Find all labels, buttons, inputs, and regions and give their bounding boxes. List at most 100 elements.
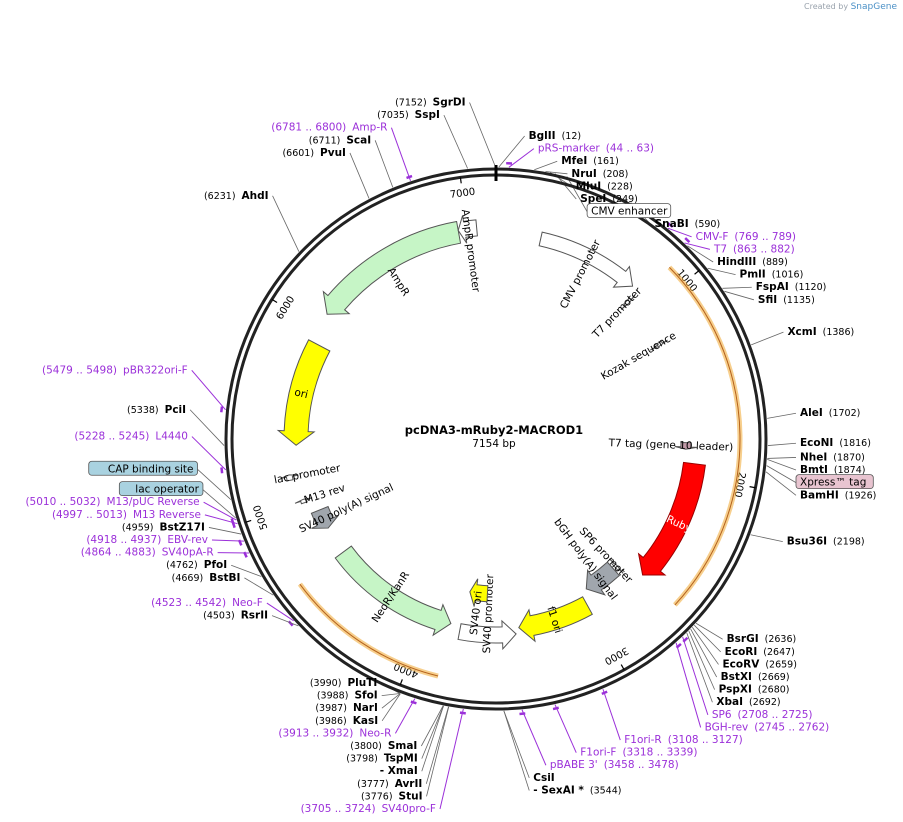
site-pfoi-text[interactable]: (4762)PfoI (166, 559, 227, 571)
primer-cmv-f-text[interactable]: CMV-F(769 .. 789) (696, 231, 796, 243)
feature-ampr-promoter[interactable] (457, 215, 478, 244)
feature-ori[interactable] (276, 339, 331, 446)
site-pluti-text[interactable]: (3990)PluTI (310, 677, 377, 689)
site-mlui-text[interactable]: MluI(228) (576, 180, 633, 192)
plasmid-name[interactable]: pcDNA3-mRuby2-MACROD1 (405, 423, 583, 437)
site-mfei-leader (534, 160, 558, 171)
feature-lac-promoter[interactable] (280, 474, 299, 482)
site-sexai-text[interactable]: - SexAI *(3544) (533, 784, 621, 796)
site-sgrdi-text[interactable]: (7152)SgrDI (395, 97, 465, 109)
feature-sv40-ori[interactable] (469, 578, 489, 607)
site-kasi-text[interactable]: (3986)KasI (315, 715, 378, 727)
site-nari-text[interactable]: (3987)NarI (315, 702, 378, 714)
primer-cmv-f-mark (667, 222, 674, 228)
site-bstxi-text[interactable]: BstXI(2669) (721, 671, 790, 683)
site-hindiii-text[interactable]: HindIII(889) (717, 256, 788, 268)
site-xcmi-leader (751, 331, 784, 346)
primer-sp6-text[interactable]: SP6(2708 .. 2725) (712, 709, 813, 721)
primer-pbabe-3-text[interactable]: pBABE 3'(3458 .. 3478) (550, 759, 679, 771)
primer-f1ori-r-text[interactable]: F1ori-R(3108 .. 3127) (624, 734, 742, 746)
site-tspmi-text[interactable]: (3798)TspMI (346, 753, 417, 765)
primer-amp-r-text[interactable]: (6781 .. 6800)Amp-R (271, 122, 387, 134)
site-nhei-pos: (1870) (833, 452, 865, 463)
site-bsu36i-text[interactable]: Bsu36I(2198) (787, 536, 865, 548)
site-xbai-text[interactable]: XbaI(2692) (716, 696, 780, 708)
feature-neor-kanr[interactable] (334, 545, 452, 637)
primer-m13-reverse-text[interactable]: (4997 .. 5013)M13 Reverse (52, 509, 201, 521)
primer-t7-text[interactable]: T7(863 .. 882) (713, 243, 795, 255)
site-pcii-pos: (5338) (127, 405, 159, 416)
primer-prs-marker-text[interactable]: pRS-marker(44 .. 63) (538, 143, 654, 155)
feature-sv40-poly-a-signal[interactable] (310, 505, 339, 529)
site-kasi-leader (381, 693, 401, 722)
site-spei-text[interactable]: SpeI(249) (580, 193, 638, 205)
site-smai-text[interactable]: (3800)SmaI (350, 740, 417, 752)
primer-ebv-rev-text[interactable]: (4918 .. 4937)EBV-rev (86, 534, 208, 546)
box-xpress-tag-label[interactable]: Xpress™ tag (800, 477, 866, 489)
site-scai-text[interactable]: (6711)ScaI (309, 134, 371, 146)
feature-t7-promoter[interactable] (620, 294, 636, 311)
site-sspi-text[interactable]: (7035)SspI (377, 109, 440, 121)
feature-cmv-promoter[interactable] (538, 231, 634, 288)
primer-sv40pa-r-text[interactable]: (4864 .. 4883)SV40pA-R (81, 547, 214, 559)
primer-sv40pa-r-mark (243, 551, 248, 558)
box-cmv-enhancer-label[interactable]: CMV enhancer (591, 206, 668, 218)
site-csii-text[interactable]: CsiI (533, 772, 554, 784)
feature-sp6-promoter[interactable] (609, 558, 624, 574)
primer-pbr322ori-f-text[interactable]: (5479 .. 5498)pBR322ori-F (42, 364, 188, 376)
site-bglii-text[interactable]: BglII(12) (529, 130, 581, 142)
feature-bgh-poly-a-signal[interactable] (585, 561, 621, 596)
feature-label-sv40-ori: SV40 ori (468, 590, 485, 635)
primer-sv40pro-f-text[interactable]: (3705 .. 3724)SV40pro-F (301, 803, 436, 815)
primer-neo-r-text[interactable]: (3913 .. 3932)Neo-R (278, 727, 391, 739)
primer-bgh-rev-text[interactable]: BGH-rev(2745 .. 2762) (705, 721, 830, 733)
primer-l4440-pos: (5228 .. 5245) (74, 431, 149, 443)
site-pcii-text[interactable]: (5338)PciI (127, 404, 186, 416)
site-snabi-text[interactable]: SnaBI(590) (655, 218, 721, 230)
site-stui-text[interactable]: (3776)StuI (361, 790, 423, 802)
site-nhei-text[interactable]: NheI(1870) (800, 451, 865, 463)
site-sfoi-text[interactable]: (3988)SfoI (317, 690, 378, 702)
site-nrui-text[interactable]: NruI(208) (571, 168, 628, 180)
site-spei-name: SpeI (580, 193, 606, 205)
site-bstz17i-pos: (4959) (122, 522, 154, 533)
site-rsrii-text[interactable]: (4503)RsrII (203, 610, 268, 622)
primer-l4440-text[interactable]: (5228 .. 5245)L4440 (74, 431, 188, 443)
feature-sv40-promoter[interactable] (457, 619, 517, 651)
feature-m13-rev[interactable] (294, 497, 313, 505)
site-bamhi-text[interactable]: BamHI(1926) (800, 489, 876, 501)
feature-t7-tag-gene-10-leader[interactable] (674, 441, 697, 450)
site-pvui-text[interactable]: (6601)PvuI (282, 147, 346, 159)
primer-neo-f-text[interactable]: (4523 .. 4542)Neo-F (151, 597, 263, 609)
site-mfei-text[interactable]: MfeI(161) (561, 155, 619, 167)
feature-kozak-sequence[interactable] (649, 339, 668, 351)
site-kasi-pos: (3986) (315, 716, 347, 727)
site-bstbi-text[interactable]: (4669)BstBI (172, 572, 241, 584)
primer-bgh-rev-leader (675, 642, 702, 728)
site-ecorv-text[interactable]: EcoRV(2659) (723, 658, 797, 670)
site-bsrgi-text[interactable]: BsrGI(2636) (727, 633, 797, 645)
site-pmli-text[interactable]: PmlI(1016) (740, 269, 804, 281)
site-econi-text[interactable]: EcoNI(1816) (800, 437, 871, 449)
site-xmai-text[interactable]: - XmaI (380, 765, 418, 777)
box-cap-binding-site-label[interactable]: CAP binding site (108, 463, 194, 475)
site-sfii-text[interactable]: SfiI(1135) (758, 294, 815, 306)
site-bmti-text[interactable]: BmtI(1874) (800, 464, 865, 476)
feature-f1-ori[interactable] (518, 596, 593, 643)
site-xcmi-text[interactable]: XcmI(1386) (787, 326, 854, 338)
site-ecori-text[interactable]: EcoRI(2647) (725, 646, 795, 658)
primer-m13-reverse-leader (204, 514, 238, 525)
site-alei-text[interactable]: AleI(1702) (800, 407, 860, 419)
feature-mruby2[interactable] (637, 461, 706, 576)
site-avrii-text[interactable]: (3777)AvrII (357, 778, 422, 790)
site-bstz17i-text[interactable]: (4959)BstZ17I (122, 521, 205, 533)
site-fspai-text[interactable]: FspAI(1120) (756, 281, 827, 293)
site-ahdi-text[interactable]: (6231)AhdI (204, 190, 269, 202)
primer-m13-puc-reverse-text[interactable]: (5010 .. 5032)M13/pUC Reverse (25, 496, 199, 508)
site-mfei-pos: (161) (593, 156, 619, 167)
box-lac-operator-label[interactable]: lac operator (135, 484, 199, 496)
tick-mark-7000 (459, 177, 462, 184)
primer-f1ori-f-text[interactable]: F1ori-F(3318 .. 3339) (580, 747, 697, 759)
feature-ampr[interactable] (322, 220, 462, 315)
site-pspxi-text[interactable]: PspXI(2680) (719, 684, 790, 696)
